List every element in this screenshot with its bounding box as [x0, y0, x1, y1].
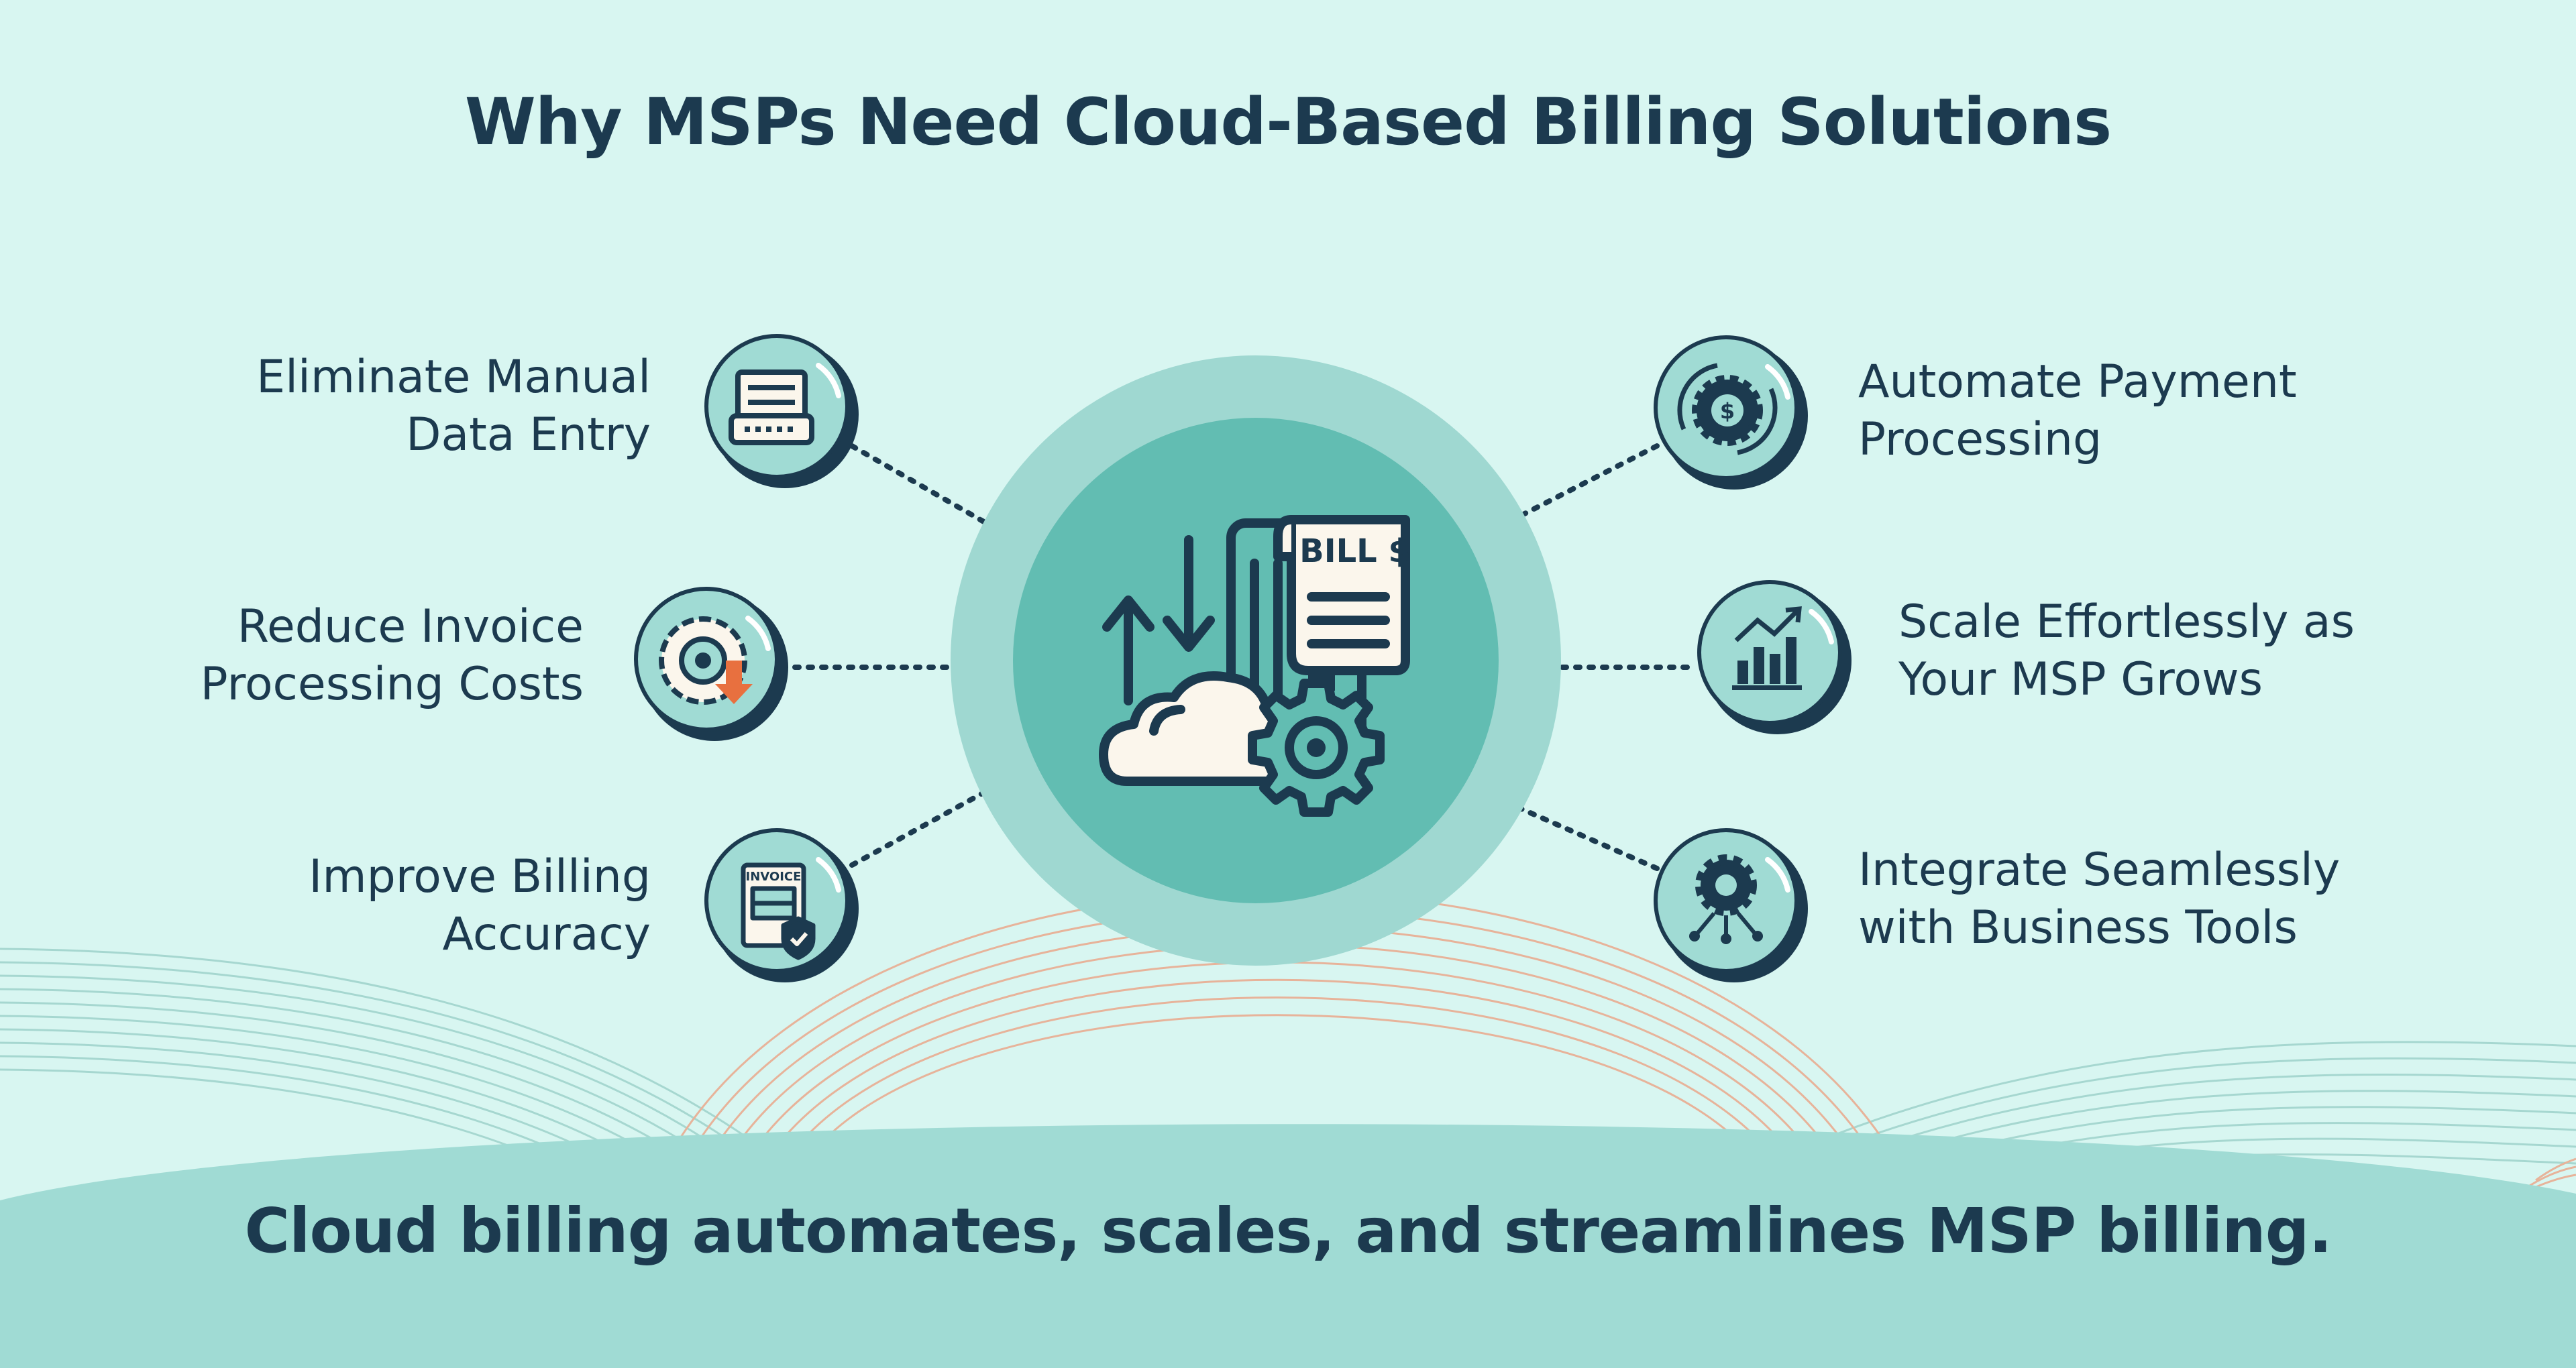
benefit-invoice-costs-line2: Processing Costs: [200, 658, 584, 711]
connector-accuracy: [849, 789, 989, 868]
center-hub: BILL $: [951, 355, 1561, 966]
badge-integrate: [1654, 828, 1808, 982]
benefit-accuracy-line2: Accuracy: [442, 908, 651, 961]
bill-label: BILL $: [1299, 532, 1411, 570]
connector-lines: [792, 443, 1690, 871]
summary-footer: Cloud billing automates, scales, and str…: [244, 1195, 2332, 1267]
badge-accuracy: INVOICE: [704, 828, 859, 982]
gear-down-arrow-icon: [659, 616, 753, 705]
page-title: Why MSPs Need Cloud-Based Billing Soluti…: [464, 84, 2112, 160]
benefit-integrate-line1: Integrate Seamlessly: [1858, 844, 2341, 897]
benefit-manual-entry-line2: Data Entry: [406, 408, 651, 461]
benefit-integrate-line2: with Business Tools: [1858, 901, 2298, 954]
gear-network-icon: [1689, 854, 1763, 944]
badge-payment: $: [1654, 335, 1808, 490]
badge-manual-entry: [704, 334, 859, 488]
dollar-gear-icon: $: [1677, 363, 1778, 455]
connector-integrate: [1517, 805, 1660, 871]
keyboard-document-icon: [729, 369, 814, 445]
benefit-invoice-costs: Reduce Invoice Processing Costs: [134, 598, 584, 714]
benefit-invoice-costs-line1: Reduce Invoice: [237, 600, 584, 653]
badge-scale: [1697, 580, 1851, 734]
bar-chart-up-icon: [1732, 606, 1802, 690]
svg-text:$: $: [1720, 398, 1735, 424]
connector-manual-entry: [849, 443, 989, 526]
benefit-scale-line2: Your MSP Grows: [1898, 653, 2263, 706]
cloud-bill-gear-icon: [1099, 515, 1410, 817]
benefit-manual-entry: Eliminate Manual Data Entry: [201, 349, 651, 464]
invoice-shield-icon: [741, 862, 816, 960]
badge-invoice-costs: [634, 587, 788, 741]
benefit-payment-line1: Automate Payment: [1858, 355, 2297, 408]
benefit-accuracy: Improve Billing Accuracy: [201, 848, 651, 964]
benefit-payment-line2: Processing: [1858, 413, 2102, 466]
benefit-integrate: Integrate Seamlessly with Business Tools: [1858, 842, 2462, 957]
benefit-accuracy-line1: Improve Billing: [309, 850, 651, 903]
benefit-scale-line1: Scale Effortlessly as: [1898, 595, 2355, 648]
benefit-scale: Scale Effortlessly as Your MSP Grows: [1898, 593, 2502, 709]
connector-payment: [1517, 443, 1660, 519]
benefit-manual-entry-line1: Eliminate Manual: [256, 351, 651, 404]
invoice-icon-label: INVOICE: [746, 870, 802, 884]
benefit-payment: Automate Payment Processing: [1858, 353, 2395, 469]
